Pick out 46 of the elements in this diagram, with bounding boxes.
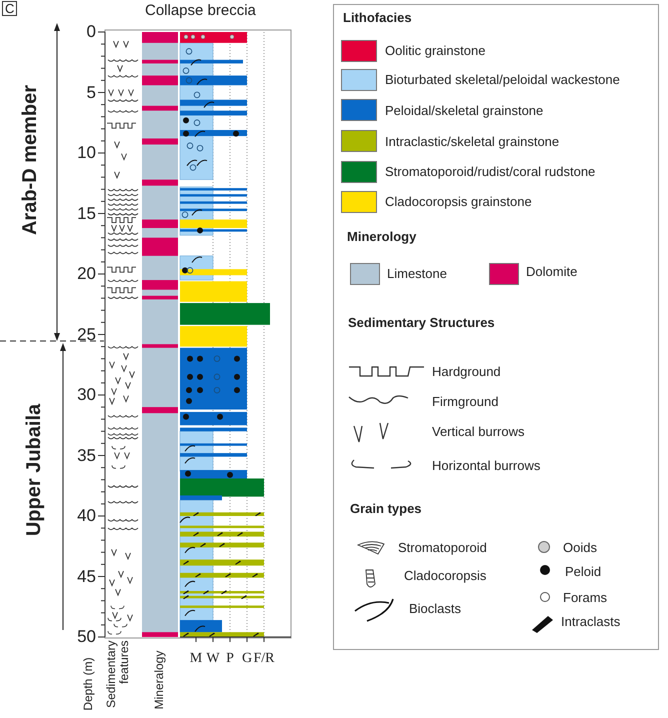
depth-label: 5 bbox=[86, 84, 96, 100]
axis-title: Mineralogy bbox=[153, 650, 165, 710]
legend-label: Oolitic grainstone bbox=[385, 44, 486, 57]
legend-label: Dolomite bbox=[526, 265, 578, 278]
unit-label: Upper Jubaila bbox=[24, 404, 44, 536]
legend-heading: Grain types bbox=[350, 502, 422, 515]
legend-label: Stromatoporoid/rudist/coral rudstone bbox=[385, 165, 596, 178]
axis-title: Depth (m) bbox=[82, 657, 94, 711]
depth-label: 30 bbox=[77, 386, 96, 403]
column-title: Collapse breccia bbox=[145, 3, 256, 18]
legend-label: Bioclasts bbox=[409, 602, 462, 615]
legend-label: Ooids bbox=[563, 541, 597, 554]
depth-label: 50 bbox=[77, 628, 96, 645]
depth-label: 15 bbox=[77, 204, 96, 222]
legend-label: Limestone bbox=[387, 267, 447, 280]
texture-label: F/R bbox=[254, 652, 274, 666]
legend-heading: Sedimentary Structures bbox=[348, 316, 495, 329]
depth-label: 10 bbox=[77, 144, 96, 161]
legend-label: Intraclastic/skeletal grainstone bbox=[385, 135, 560, 148]
unit-label: Arab-D member bbox=[20, 84, 40, 236]
depth-label: 35 bbox=[77, 446, 96, 464]
axis-title: Sedimentary features bbox=[104, 640, 132, 710]
depth-label: 20 bbox=[77, 265, 96, 282]
legend-label: Bioturbated skeletal/peloidal wackestone bbox=[385, 73, 620, 86]
legend-label: Vertical burrows bbox=[432, 425, 524, 438]
depth-label: 40 bbox=[77, 507, 96, 524]
panel-letter: C bbox=[2, 1, 18, 16]
texture-label: G bbox=[242, 652, 252, 666]
texture-label: W bbox=[206, 652, 220, 666]
legend-label: Peloid bbox=[565, 565, 602, 578]
legend-label: Cladocoropsis bbox=[404, 569, 486, 582]
legend-label: Forams bbox=[563, 591, 608, 604]
depth-label: 25 bbox=[77, 326, 96, 342]
legend-label: Firmground bbox=[432, 395, 498, 408]
texture-label: P bbox=[226, 652, 234, 666]
legend-heading: Minerology bbox=[347, 230, 416, 243]
legend-label: Horizontal burrows bbox=[432, 459, 540, 472]
depth-label: 0 bbox=[86, 23, 96, 40]
legend-label: Stromatoporoid bbox=[398, 541, 487, 554]
legend-label: Peloidal/skeletal grainstone bbox=[385, 104, 544, 117]
legend-label: Cladocoropsis grainstone bbox=[385, 195, 532, 208]
legend-heading: Lithofacies bbox=[343, 11, 412, 24]
texture-label: M bbox=[190, 652, 202, 666]
legend-label: Intraclasts bbox=[561, 615, 620, 628]
legend-label: Hardground bbox=[432, 365, 501, 378]
depth-label: 45 bbox=[77, 568, 96, 584]
